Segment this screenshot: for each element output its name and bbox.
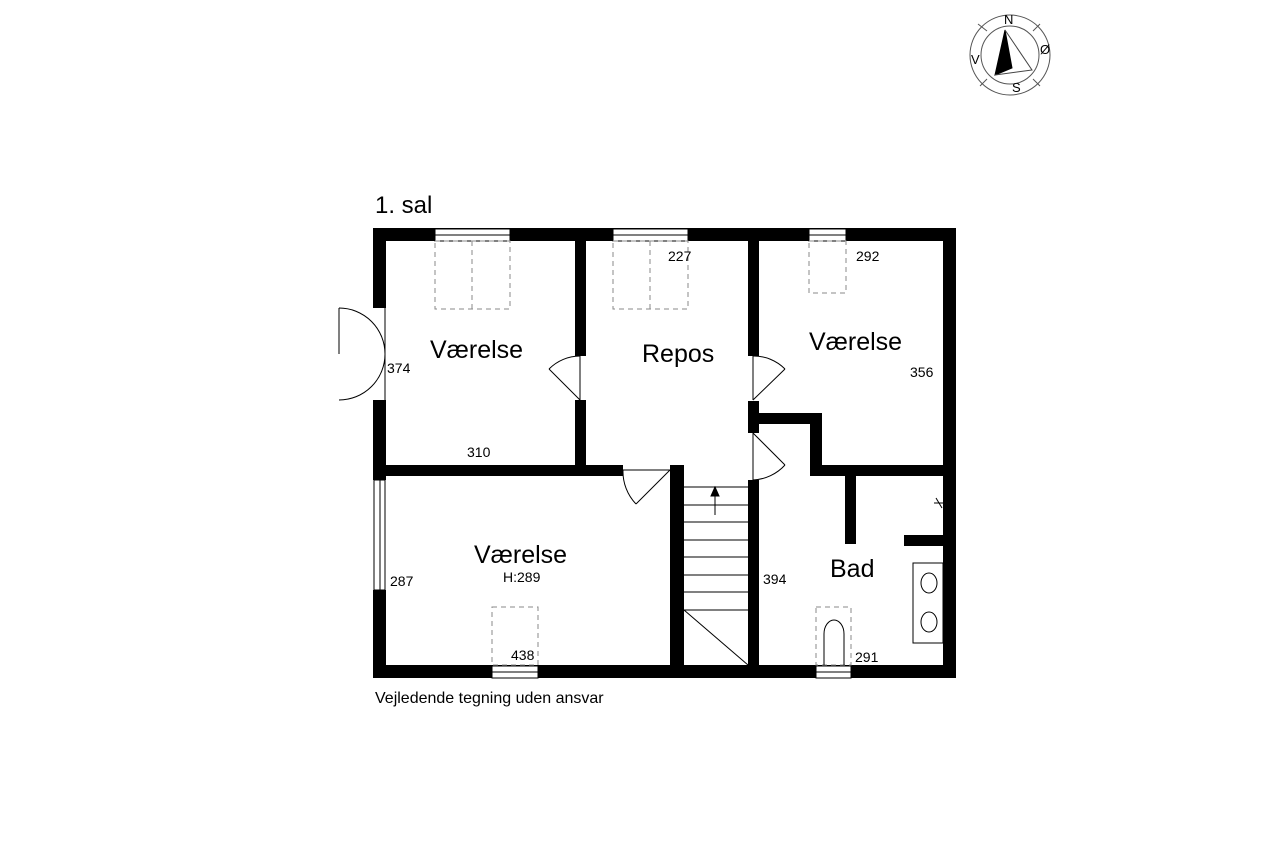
floor-title: 1. sal: [375, 192, 433, 219]
dimension: 227: [668, 248, 692, 264]
room-label: Værelse: [474, 541, 568, 569]
ceiling-height: H:289: [503, 569, 541, 585]
dimension: 438: [511, 647, 535, 663]
compass-w: V: [971, 52, 980, 67]
room-label: Værelse: [430, 336, 524, 364]
dimension: 356: [910, 364, 934, 380]
room-label: Bad: [830, 555, 875, 583]
dimension: 291: [855, 649, 879, 665]
disclaimer: Vejledende tegning uden ansvar: [375, 690, 604, 707]
staircase: [683, 485, 749, 666]
dimension: 394: [763, 571, 787, 587]
dimension: 374: [387, 360, 411, 376]
compass-e: Ø: [1040, 42, 1051, 57]
compass-icon: [969, 14, 1051, 96]
compass-s: S: [1012, 80, 1021, 95]
dimension: 310: [467, 444, 491, 460]
room-label: Repos: [642, 340, 715, 368]
walls: [373, 228, 956, 678]
compass-n: N: [1004, 12, 1014, 27]
dimension: 287: [390, 573, 414, 589]
dimension: 292: [856, 248, 880, 264]
room-label: Værelse: [809, 328, 903, 356]
